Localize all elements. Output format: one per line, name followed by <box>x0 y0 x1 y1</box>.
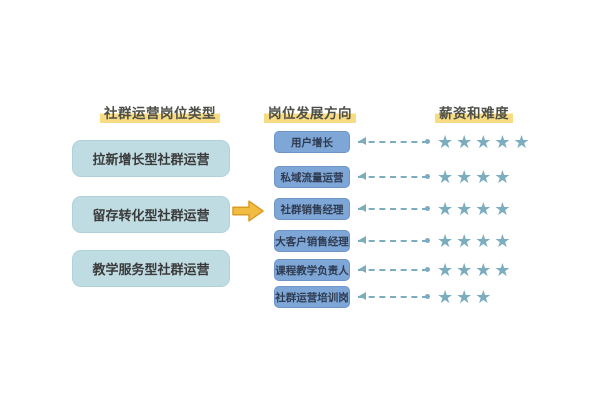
dashed-connector-icon <box>358 292 430 300</box>
role-box-label: 社群销售经理 <box>280 203 344 216</box>
role-box-label: 私域流量运营 <box>280 171 344 184</box>
flow-row: 私域流量运营 ★★★★ <box>274 166 514 188</box>
role-box: 课程教学负责人 <box>274 259 350 281</box>
flow-row: 用户增长 ★★★★★ <box>274 131 533 153</box>
type-box: 留存转化型社群运营 <box>72 196 230 233</box>
role-box: 社群运营培训岗 <box>274 286 350 308</box>
star-rating: ★★★★ <box>437 231 514 251</box>
star-rating: ★★★★ <box>437 167 514 187</box>
star-rating: ★★★★★ <box>437 132 533 152</box>
role-box: 大客户销售经理 <box>274 230 350 252</box>
dashed-connector-icon <box>358 137 430 145</box>
type-box: 拉新增长型社群运营 <box>72 140 230 177</box>
dashed-connector-icon <box>358 236 430 244</box>
dashed-connector-icon <box>358 204 430 212</box>
flow-row: 课程教学负责人 ★★★★ <box>274 259 514 281</box>
type-box-label: 教学服务型社群运营 <box>92 262 210 277</box>
middle-column-header-label: 岗位发展方向 <box>264 106 356 123</box>
right-column-header-label: 薪资和难度 <box>435 106 513 123</box>
type-box: 教学服务型社群运营 <box>72 250 230 287</box>
role-box: 社群销售经理 <box>274 198 350 220</box>
role-box-label: 大客户销售经理 <box>275 235 349 248</box>
flow-row: 大客户销售经理 ★★★★ <box>274 230 514 252</box>
star-rating: ★★★★ <box>437 260 514 280</box>
role-box: 用户增长 <box>274 131 350 153</box>
left-column-header: 社群运营岗位类型 <box>100 102 220 123</box>
flow-arrow-icon <box>232 200 264 222</box>
type-box-label: 拉新增长型社群运营 <box>92 152 210 167</box>
flow-row: 社群销售经理 ★★★★ <box>274 198 514 220</box>
star-rating: ★★★★ <box>437 199 514 219</box>
star-rating: ★★★ <box>437 287 495 307</box>
role-box-label: 用户增长 <box>291 136 333 149</box>
right-column-header: 薪资和难度 <box>435 102 513 123</box>
dashed-connector-icon <box>358 172 430 180</box>
left-column-header-label: 社群运营岗位类型 <box>100 106 220 123</box>
role-box-label: 课程教学负责人 <box>275 264 349 277</box>
type-box-label: 留存转化型社群运营 <box>92 208 210 223</box>
dashed-connector-icon <box>358 265 430 273</box>
role-box-label: 社群运营培训岗 <box>275 291 349 304</box>
role-box: 私域流量运营 <box>274 166 350 188</box>
flow-row: 社群运营培训岗 ★★★ <box>274 286 494 308</box>
middle-column-header: 岗位发展方向 <box>264 102 356 123</box>
